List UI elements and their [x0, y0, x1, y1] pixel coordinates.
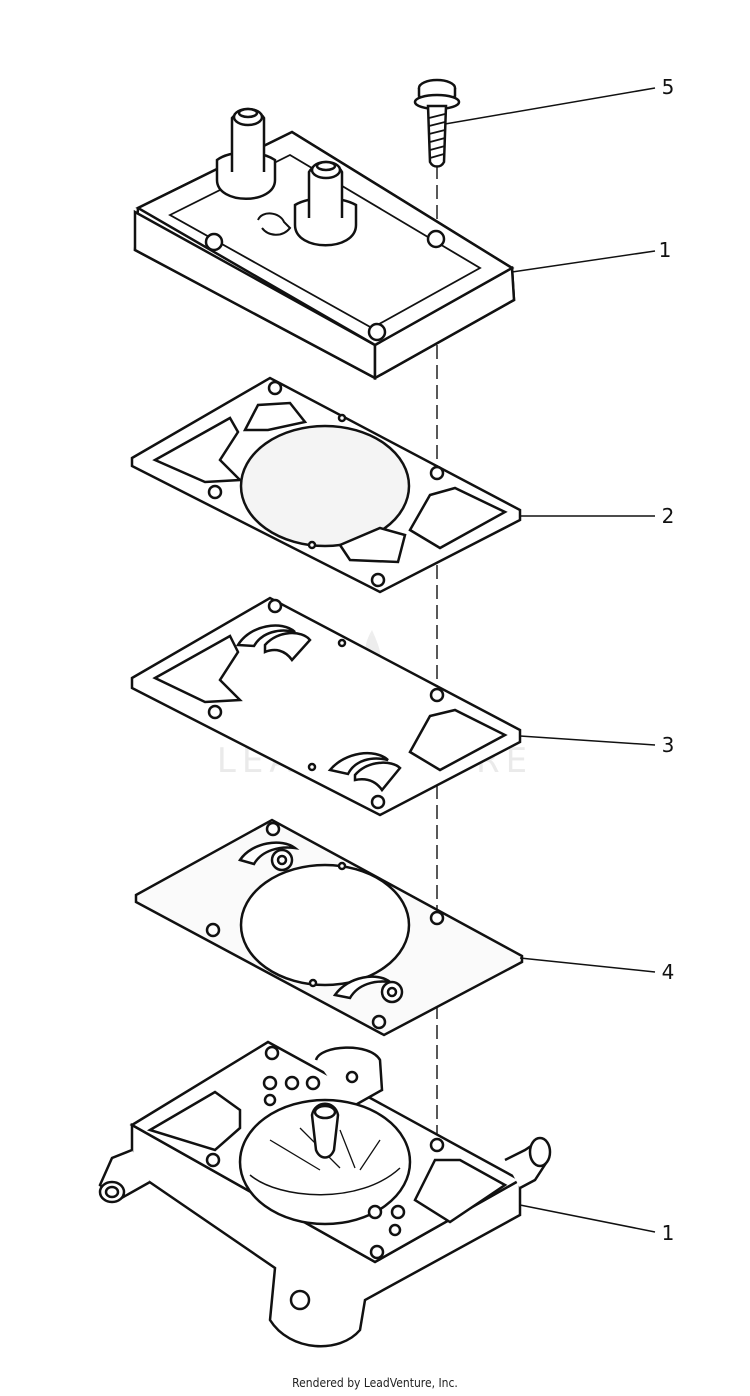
callout-2: 2 — [662, 504, 675, 528]
leader-line-5 — [444, 87, 656, 125]
callout-1-top: 1 — [659, 238, 672, 262]
diaphragm-part-3 — [130, 596, 522, 817]
leader-line-4 — [519, 957, 656, 973]
screw-part-5 — [413, 78, 461, 168]
leader-line-3 — [519, 735, 656, 746]
callout-4: 4 — [662, 960, 675, 984]
leader-line-1-top — [511, 250, 656, 273]
pump-body-part-1 — [98, 1040, 552, 1348]
callout-1-bottom: 1 — [662, 1221, 675, 1245]
callout-5: 5 — [662, 75, 675, 99]
gasket-part-4 — [134, 818, 524, 1037]
leader-lines — [444, 87, 656, 1233]
callout-3: 3 — [662, 733, 675, 757]
gasket-part-2 — [130, 376, 522, 594]
footer-credit: Rendered by LeadVenture, Inc. — [292, 1376, 458, 1390]
pump-cover-part-1 — [133, 107, 516, 381]
leader-line-1-bottom — [519, 1204, 656, 1233]
